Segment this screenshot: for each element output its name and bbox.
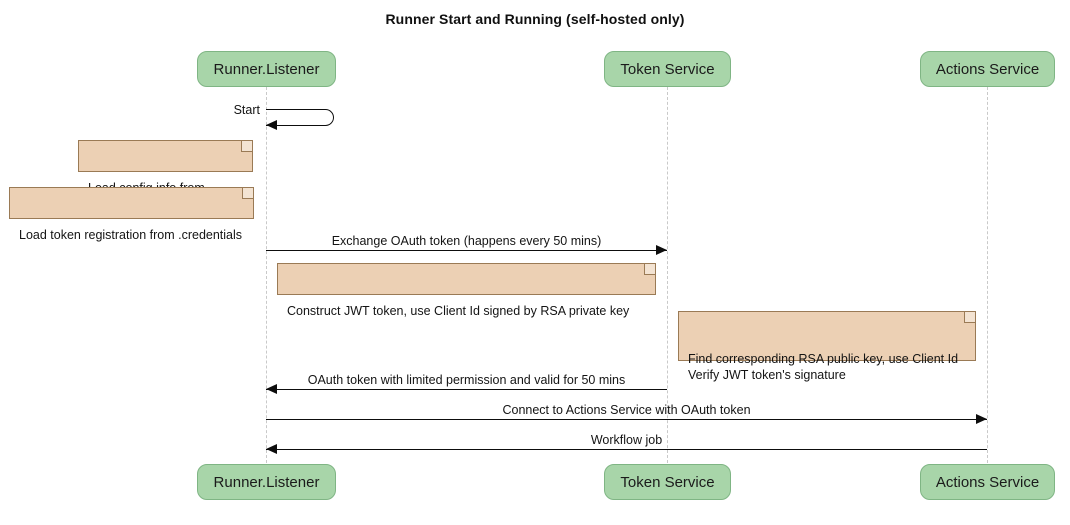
- participant-label: Actions Service: [935, 473, 1040, 491]
- participant-actions-service-top[interactable]: Actions Service: [920, 51, 1055, 87]
- note-load-config: Load config info from .runner: [78, 140, 253, 211]
- message-label-connect-actions-service: Connect to Actions Service with OAuth to…: [502, 403, 751, 417]
- note-verify-jwt: Find corresponding RSA public key, use C…: [678, 311, 976, 382]
- participant-runner-listener-bottom[interactable]: Runner.Listener: [197, 464, 336, 500]
- message-line-connect-actions-service: [266, 419, 987, 420]
- message-arrowhead-oauth-token-reply: [266, 384, 277, 394]
- note-construct-jwt: Construct JWT token, use Client Id signe…: [277, 263, 656, 318]
- note-text: Load token registration from .credential…: [19, 228, 243, 242]
- message-line-workflow-job: [266, 449, 987, 450]
- message-label-oauth-token-reply: OAuth token with limited permission and …: [307, 373, 626, 387]
- participant-runner-listener-top[interactable]: Runner.Listener: [197, 51, 336, 87]
- message-arrowhead-workflow-job: [266, 444, 277, 454]
- lifeline-token: [667, 87, 668, 463]
- self-message-start-arrowhead: [266, 120, 277, 130]
- participant-label: Token Service: [620, 473, 715, 491]
- note-load-token-registration: Load token registration from .credential…: [9, 187, 254, 242]
- participant-token-service-bottom[interactable]: Token Service: [604, 464, 731, 500]
- participant-label: Actions Service: [935, 60, 1040, 78]
- participant-actions-service-bottom[interactable]: Actions Service: [920, 464, 1055, 500]
- message-label-exchange-oauth-token: Exchange OAuth token (happens every 50 m…: [331, 234, 602, 248]
- message-line-exchange-oauth-token: [266, 250, 667, 251]
- diagram-title: Runner Start and Running (self-hosted on…: [385, 11, 685, 27]
- participant-label: Runner.Listener: [213, 473, 320, 491]
- participant-label: Token Service: [620, 60, 715, 78]
- note-text: Find corresponding RSA public key, use C…: [688, 352, 959, 382]
- note-fold-corner-icon: [241, 141, 252, 152]
- message-arrowhead-connect-actions-service: [976, 414, 987, 424]
- message-line-oauth-token-reply: [266, 389, 667, 390]
- message-arrowhead-exchange-oauth-token: [656, 245, 667, 255]
- note-text: Construct JWT token, use Client Id signe…: [287, 304, 630, 318]
- participant-token-service-top[interactable]: Token Service: [604, 51, 731, 87]
- message-label-start: Start: [233, 103, 260, 117]
- message-label-workflow-job: Workflow job: [590, 433, 663, 447]
- note-fold-corner-icon: [964, 312, 975, 323]
- lifeline-actions: [987, 87, 988, 463]
- participant-label: Runner.Listener: [213, 60, 320, 78]
- note-fold-corner-icon: [242, 188, 253, 199]
- lifeline-runner: [266, 87, 267, 463]
- self-message-start-loop: [266, 109, 334, 126]
- note-fold-corner-icon: [644, 264, 655, 275]
